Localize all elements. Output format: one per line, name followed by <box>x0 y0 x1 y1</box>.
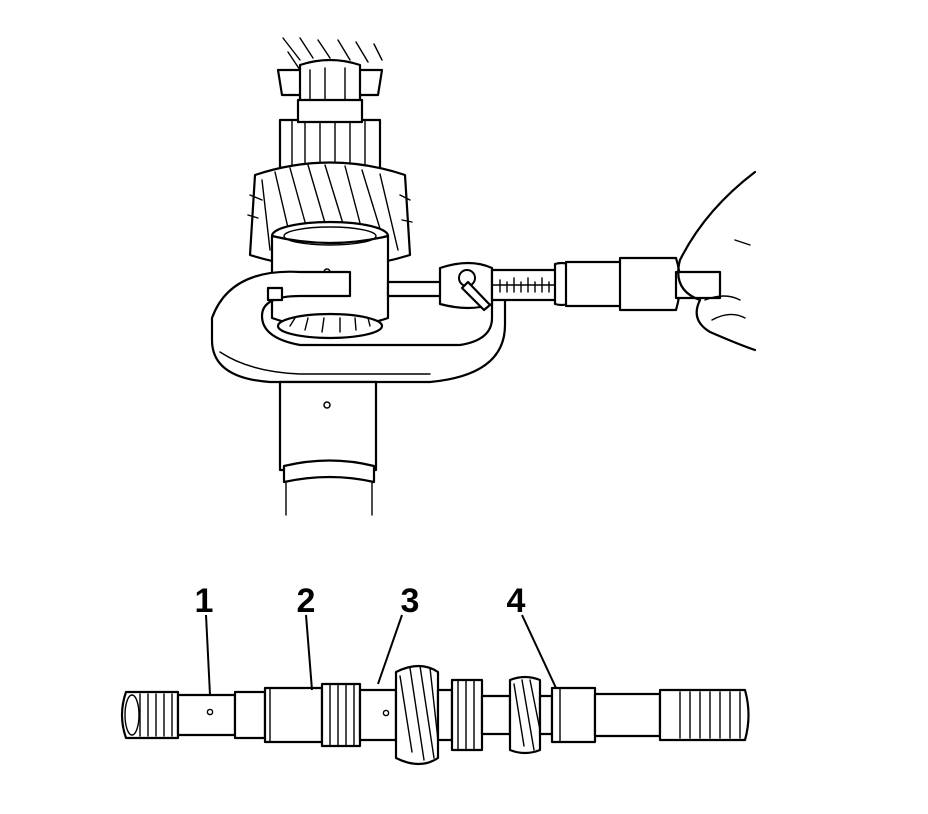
left-spline-end <box>120 690 180 740</box>
leader-lines <box>205 614 557 696</box>
shaft-overview: 1 2 3 4 <box>120 582 750 766</box>
journal-1 <box>176 690 267 740</box>
shaft-helical-gear <box>394 664 454 766</box>
journal-4 <box>550 686 662 744</box>
journal-3 <box>320 682 398 748</box>
hand <box>677 170 757 352</box>
right-spline-end <box>658 688 750 742</box>
lower-shaft <box>278 380 378 516</box>
shaft-spline-hub <box>450 678 512 752</box>
micrometer-frame <box>210 270 507 384</box>
shaft-small-gear <box>508 675 554 755</box>
micrometer-spindle <box>386 256 722 312</box>
journal-2 <box>263 686 324 744</box>
callout-3: 3 <box>401 582 420 620</box>
callout-4: 4 <box>507 582 526 620</box>
spline-hub <box>278 98 382 170</box>
callout-1: 1 <box>195 582 214 620</box>
top-detail-view <box>210 37 757 516</box>
callout-2: 2 <box>297 582 316 620</box>
